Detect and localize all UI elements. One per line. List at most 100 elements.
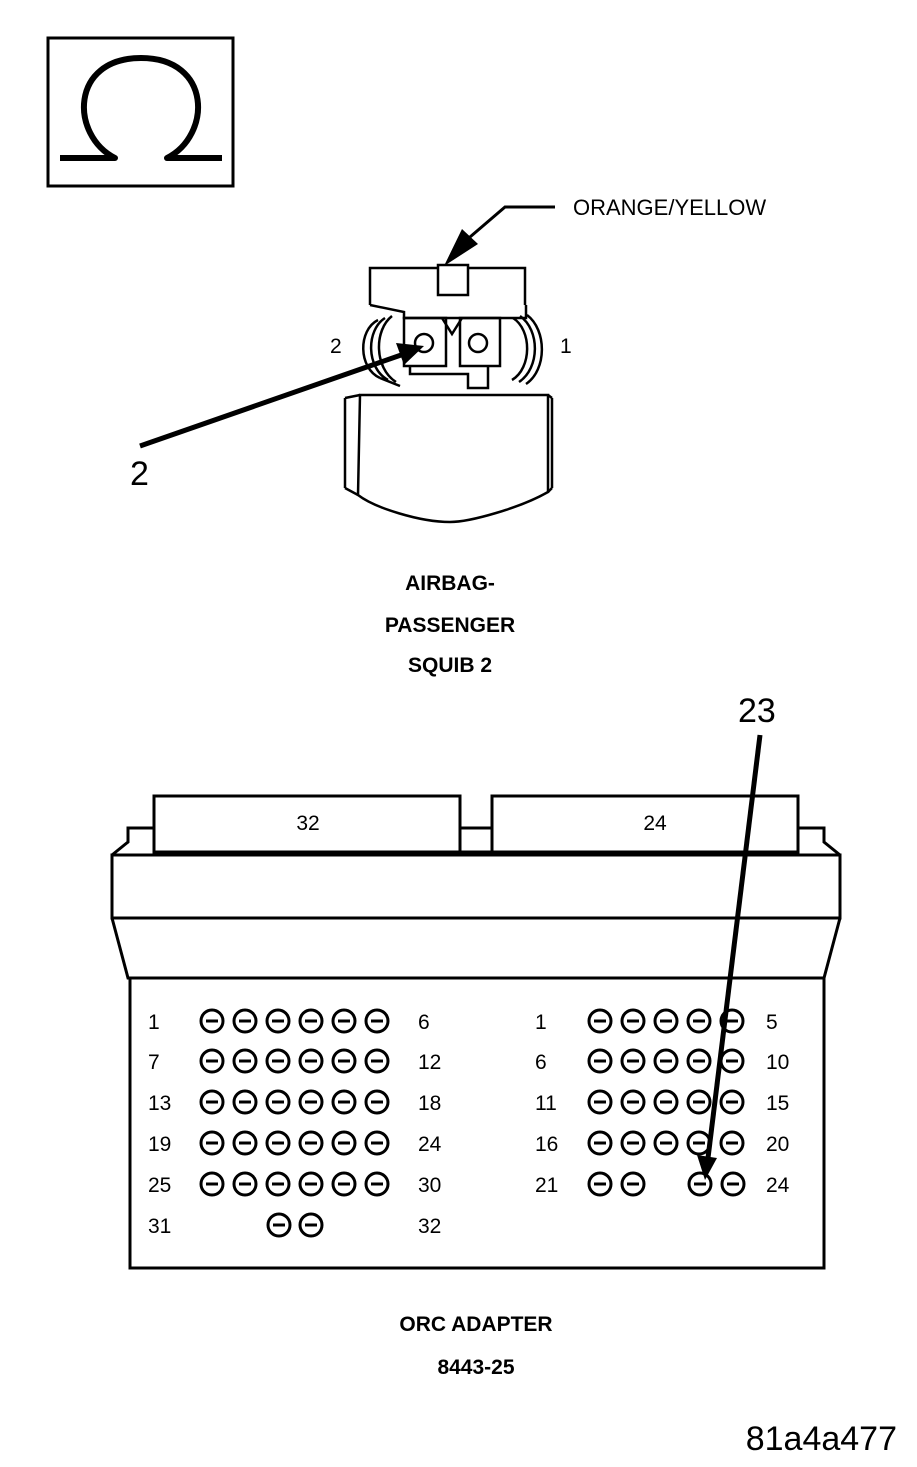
orc-adapter-housing [110, 794, 842, 1270]
wire-color-leader [444, 205, 555, 266]
socket [199, 1130, 225, 1156]
socket [686, 1130, 712, 1156]
right-row-1-end: 5 [766, 1011, 778, 1034]
right-row-3-end: 15 [766, 1092, 789, 1115]
socket [719, 1089, 745, 1115]
socket [587, 1089, 613, 1115]
right-row-2-end: 10 [766, 1051, 789, 1074]
socket [232, 1008, 258, 1034]
right-row-1-start: 1 [535, 1011, 547, 1034]
socket [199, 1089, 225, 1115]
socket [587, 1008, 613, 1034]
left-row-5-end: 30 [418, 1174, 441, 1197]
left-sockets [199, 1008, 390, 1238]
socket [265, 1089, 291, 1115]
socket [686, 1048, 712, 1074]
socket [686, 1008, 712, 1034]
socket [232, 1171, 258, 1197]
socket [364, 1008, 390, 1034]
socket [620, 1130, 646, 1156]
orc-caption-line-2: 8443-25 [437, 1356, 514, 1379]
left-row-6-end: 32 [418, 1215, 441, 1238]
socket [265, 1130, 291, 1156]
wire-color-label: ORANGE/YELLOW [573, 195, 766, 220]
socket [298, 1048, 324, 1074]
right-row-3-start: 11 [535, 1092, 557, 1115]
socket [331, 1089, 357, 1115]
socket [364, 1171, 390, 1197]
callout-2-label: 2 [130, 455, 149, 493]
socket [587, 1130, 613, 1156]
socket [232, 1089, 258, 1115]
connector-right-pins: 1 5 6 10 11 15 16 20 21 24 [535, 1008, 790, 1197]
socket [199, 1008, 225, 1034]
left-row-5-start: 25 [148, 1174, 171, 1197]
socket [298, 1212, 324, 1238]
socket [719, 1130, 745, 1156]
socket [199, 1171, 225, 1197]
socket [298, 1130, 324, 1156]
socket [232, 1048, 258, 1074]
socket [719, 1048, 745, 1074]
right-sockets [587, 1008, 746, 1197]
socket [364, 1048, 390, 1074]
socket [620, 1171, 646, 1197]
socket [364, 1089, 390, 1115]
callout-23-label: 23 [738, 692, 776, 730]
squib-caption-line-1: AIRBAG- [405, 572, 495, 595]
left-row-4-end: 24 [418, 1133, 442, 1156]
socket [298, 1171, 324, 1197]
left-row-3-start: 13 [148, 1092, 171, 1115]
connector-left-label: 32 [296, 812, 319, 835]
socket [331, 1171, 357, 1197]
socket [686, 1089, 712, 1115]
left-row-1-start: 1 [148, 1011, 160, 1034]
squib-caption-line-2: PASSENGER [385, 614, 515, 637]
left-row-2-end: 12 [418, 1051, 441, 1074]
squib-connector [343, 263, 554, 524]
left-row-4-start: 19 [148, 1133, 171, 1156]
socket [364, 1130, 390, 1156]
socket [620, 1089, 646, 1115]
callout-23-arrow [697, 734, 763, 1180]
socket [298, 1008, 324, 1034]
squib-caption-line-3: SQUIB 2 [408, 654, 492, 677]
right-row-5-start: 21 [535, 1174, 558, 1197]
socket [653, 1008, 679, 1034]
callout-2-arrow [139, 343, 424, 449]
orc-caption-line-1: ORC ADAPTER [399, 1313, 552, 1336]
socket [232, 1130, 258, 1156]
right-row-2-start: 6 [535, 1051, 547, 1074]
socket [620, 1048, 646, 1074]
socket [265, 1171, 291, 1197]
socket [653, 1130, 679, 1156]
socket [266, 1212, 292, 1238]
right-row-4-end: 20 [766, 1133, 789, 1156]
socket [587, 1171, 613, 1197]
squib-terminal-1-label: 1 [560, 335, 572, 358]
ohm-symbol [46, 36, 235, 188]
ohm-icon [60, 55, 222, 161]
socket [331, 1048, 357, 1074]
socket [653, 1048, 679, 1074]
socket [298, 1089, 324, 1115]
figure-id: 81a4a477 [746, 1420, 897, 1458]
connector-left-pins: 1 6 7 12 13 18 19 24 25 30 31 32 [148, 1008, 442, 1238]
socket [687, 1171, 713, 1197]
socket [587, 1048, 613, 1074]
left-row-6-start: 31 [148, 1215, 171, 1238]
right-row-5-end: 24 [766, 1174, 790, 1197]
left-row-3-end: 18 [418, 1092, 441, 1115]
socket [265, 1008, 291, 1034]
connector-right-label: 24 [643, 812, 667, 835]
left-row-2-start: 7 [148, 1051, 160, 1074]
socket [331, 1008, 357, 1034]
right-row-4-start: 16 [535, 1133, 558, 1156]
left-row-1-end: 6 [418, 1011, 430, 1034]
socket [720, 1171, 746, 1197]
squib-terminal-2-label: 2 [330, 335, 342, 358]
socket [199, 1048, 225, 1074]
socket [653, 1089, 679, 1115]
socket [265, 1048, 291, 1074]
